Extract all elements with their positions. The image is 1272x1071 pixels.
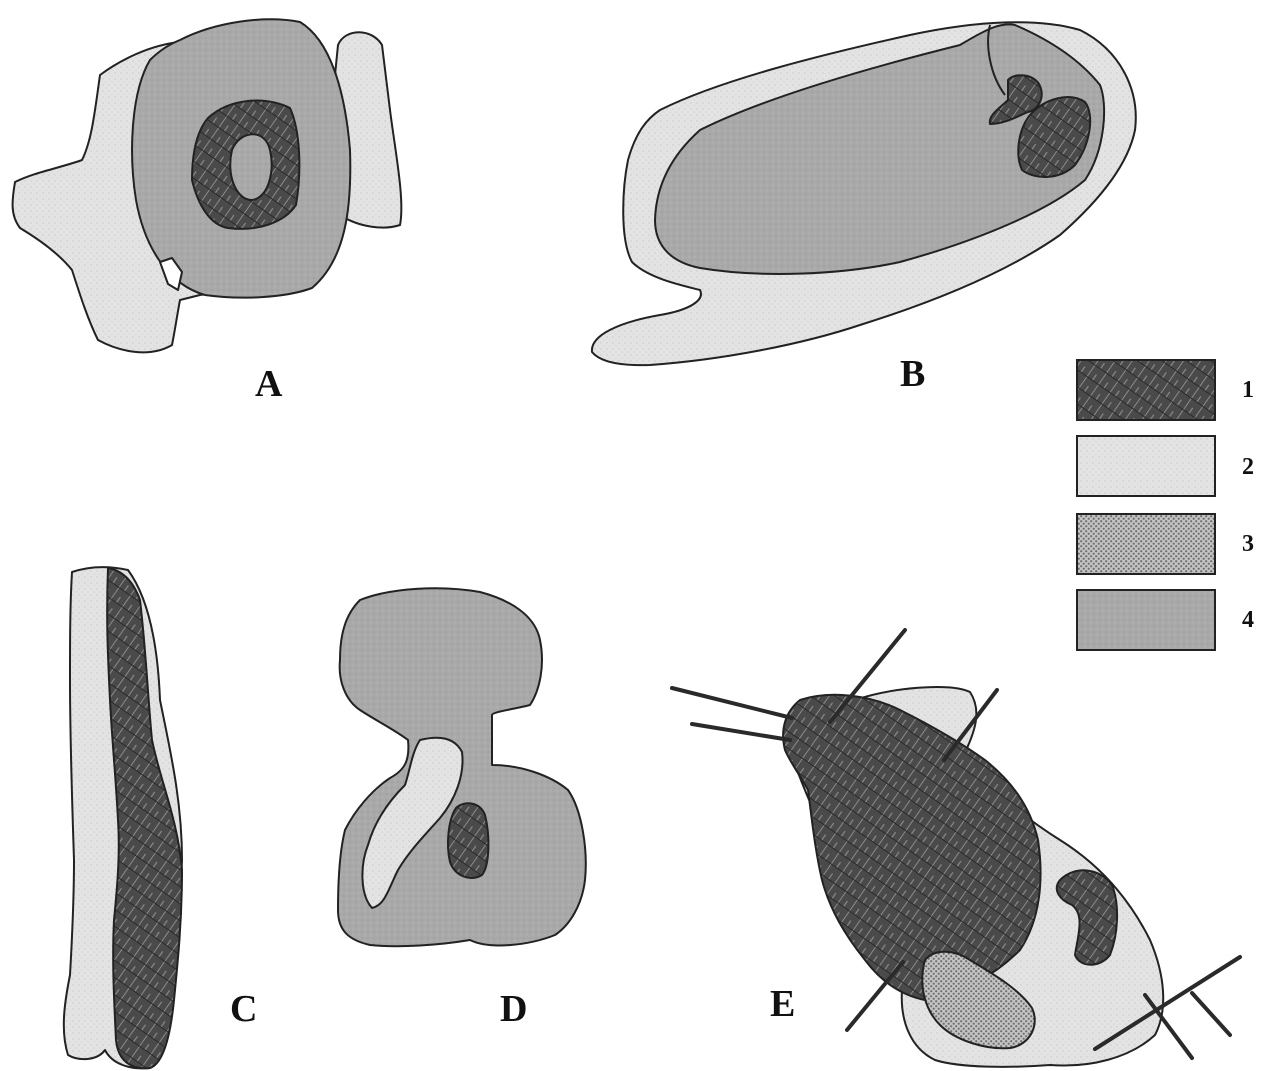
panel-c-dark-band: [107, 568, 182, 1068]
panel-a-drawing: [13, 19, 402, 352]
legend-swatch-2: [1077, 436, 1215, 496]
legend-number-4: 4: [1242, 608, 1254, 632]
legend-swatch-3: [1077, 514, 1215, 574]
legend-number-2: 2: [1242, 455, 1254, 479]
panel-b-drawing: [592, 22, 1136, 365]
panel-label-a: A: [255, 365, 282, 403]
panel-label-c: C: [230, 990, 257, 1028]
legend-swatches: [1077, 360, 1215, 650]
panel-e-large-dark-region: [783, 695, 1040, 1000]
panel-label-b: B: [900, 355, 925, 393]
panel-c-drawing: [64, 567, 182, 1068]
panel-d-dark-spot: [448, 803, 488, 878]
panel-label-d: D: [500, 990, 527, 1028]
panel-a-core-region: [132, 19, 350, 297]
panel-e-drawing: [672, 630, 1240, 1067]
panel-label-e: E: [770, 985, 795, 1023]
legend-number-1: 1: [1242, 378, 1254, 402]
panel-d-drawing: [338, 588, 586, 946]
legend-number-3: 3: [1242, 532, 1254, 556]
legend-swatch-1: [1077, 360, 1215, 420]
legend-swatch-4: [1077, 590, 1215, 650]
